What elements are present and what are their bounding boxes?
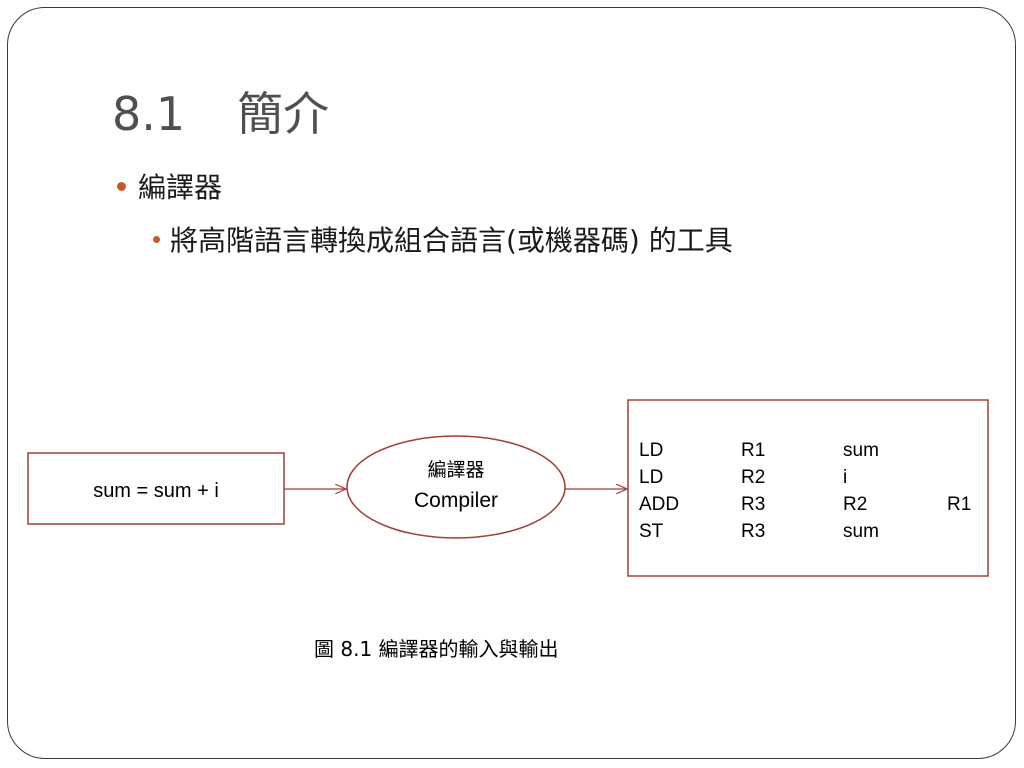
title-text: 簡介: [237, 87, 330, 141]
assembly-operand-1: R2: [741, 467, 766, 488]
assembly-operand-3: [947, 437, 971, 464]
assembly-operand-1: R3: [741, 521, 766, 542]
sub-bullet-dot-icon: [153, 235, 160, 243]
compiler-label-en: Compiler: [413, 489, 499, 512]
title-number: 8.1: [112, 87, 186, 141]
assembly-output-box: [627, 399, 989, 577]
assembly-opcode: ST: [639, 521, 664, 542]
assembly-operand-2: i: [843, 467, 848, 488]
assembly-row: ST R3 sum: [639, 518, 971, 545]
assembly-row: LD R1 sum: [639, 437, 971, 464]
assembly-code-table: LD R1 sum LD R2 i ADD R3 R2 R1 ST R3 sum: [639, 437, 971, 545]
bullet-dot-icon: [117, 181, 126, 191]
slide-title: 8.1 簡介: [112, 82, 329, 146]
assembly-operand-2: sum: [843, 521, 879, 542]
assembly-operand-3: [947, 518, 971, 545]
assembly-opcode: ADD: [639, 494, 680, 515]
assembly-opcode: LD: [639, 440, 664, 461]
assembly-operand-3: [947, 464, 971, 491]
compiler-label-zh: 編譯器: [427, 460, 485, 481]
bullet-level-1: 編譯器: [117, 168, 222, 208]
bullet-2-text: 將高階語言轉換成組合語言(或機器碼) 的工具: [170, 224, 733, 257]
figure-caption: 圖 8.1 編譯器的輸入與輸出: [314, 637, 559, 661]
compiler-oval: [346, 435, 566, 539]
assembly-operand-3: R1: [947, 494, 972, 515]
assembly-row: ADD R3 R2 R1: [639, 491, 971, 518]
assembly-operand-2: R2: [843, 494, 868, 515]
assembly-operand-1: R1: [741, 440, 766, 461]
assembly-row: LD R2 i: [639, 464, 971, 491]
bullet-level-2: 將高階語言轉換成組合語言(或機器碼) 的工具: [153, 221, 733, 261]
assembly-operand-1: R3: [741, 494, 766, 515]
assembly-operand-2: sum: [843, 440, 879, 461]
slide-frame: [7, 7, 1016, 759]
compiler-label: 編譯器 Compiler: [347, 456, 565, 516]
bullet-1-text: 編譯器: [138, 171, 223, 204]
assembly-opcode: LD: [639, 467, 664, 488]
source-code-text: sum = sum + i: [93, 480, 219, 502]
